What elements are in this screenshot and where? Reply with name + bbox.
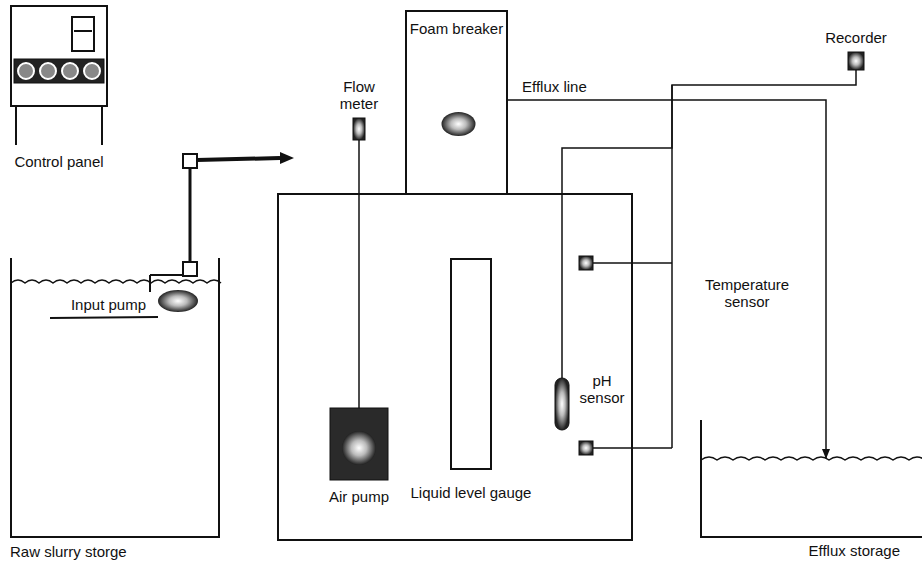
reactor-vessel <box>278 194 632 540</box>
connector-line <box>508 100 826 458</box>
liquid-level-gauge-shape <box>450 258 492 470</box>
efflux-storage: Efflux storage <box>700 420 922 538</box>
temperature-sensor <box>579 256 593 270</box>
temperature-sensor <box>579 441 593 455</box>
valve <box>183 262 197 276</box>
air-pump-shape <box>330 408 388 480</box>
node-label: Efflux storage <box>809 542 900 559</box>
air-pump: Air pump <box>330 408 388 480</box>
recorder-shape <box>848 52 864 70</box>
node-label: Input pump <box>71 296 146 313</box>
ph-sensor-shape <box>555 378 569 430</box>
input-pump-shape <box>158 290 198 312</box>
edge-label: Efflux line <box>520 78 589 95</box>
connector-line <box>358 140 360 408</box>
recorder: Recorder <box>848 52 864 70</box>
node-label: pH sensor <box>575 372 629 407</box>
liquid-level-gauge: Liquid level gauge <box>450 258 492 470</box>
connector-line <box>562 70 856 378</box>
node-label: Recorder <box>825 29 887 46</box>
inlet-pipe <box>50 152 294 318</box>
node-label: Liquid level gauge <box>411 484 532 501</box>
node-label: Raw slurry storge <box>10 543 127 560</box>
ph-sensor: pH sensor <box>555 378 569 430</box>
node-label: Air pump <box>329 488 389 505</box>
control-panel: Control panel <box>10 5 108 147</box>
valve <box>183 154 197 168</box>
efflux-storage-shape <box>700 420 922 538</box>
node-label: Control panel <box>14 153 103 170</box>
input-pump: Input pump <box>158 290 198 312</box>
node-label: Flow meter <box>335 78 383 113</box>
foam-breaker-shape <box>407 12 506 193</box>
foam-breaker: Foam breaker <box>405 10 508 195</box>
flow-meter: Flow meter <box>353 118 365 140</box>
flow-meter-shape <box>353 118 365 140</box>
control-panel-shape <box>10 5 108 147</box>
raw-slurry-tank: Input pumpRaw slurry storge <box>10 258 220 538</box>
part-label: Temperature sensor <box>690 276 804 311</box>
node-label: Foam breaker <box>410 20 503 37</box>
